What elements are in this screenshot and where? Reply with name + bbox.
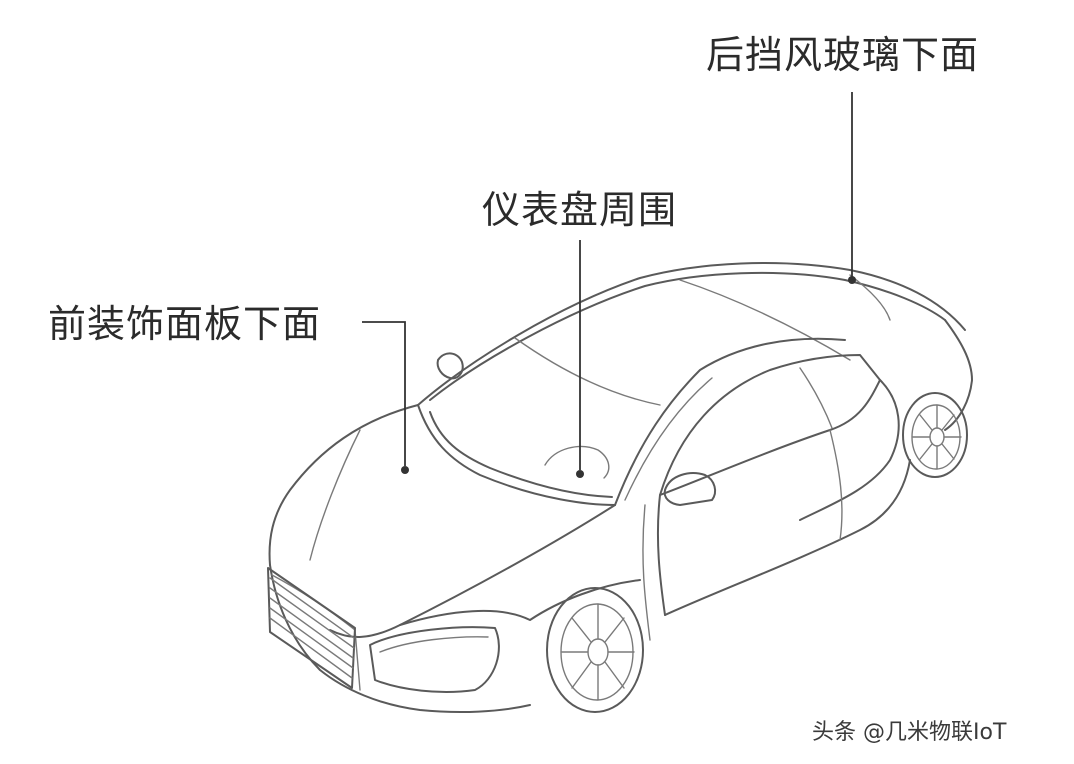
headlight	[369, 626, 500, 693]
leader-rear-windshield	[848, 92, 856, 284]
grille	[267, 567, 356, 689]
car-body	[267, 262, 973, 714]
watermark: 头条 @几米物联IoT	[812, 720, 1007, 745]
rear-wheel	[902, 392, 968, 478]
side-mirror	[663, 472, 717, 506]
leader-dashboard	[576, 240, 584, 478]
callout-front-trim: 前装饰面板下面	[48, 302, 322, 346]
leader-front-trim	[362, 321, 409, 474]
front-wheel	[546, 587, 644, 713]
callout-rear-windshield: 后挡风玻璃下面	[706, 33, 980, 77]
callout-dashboard: 仪表盘周围	[482, 188, 678, 232]
